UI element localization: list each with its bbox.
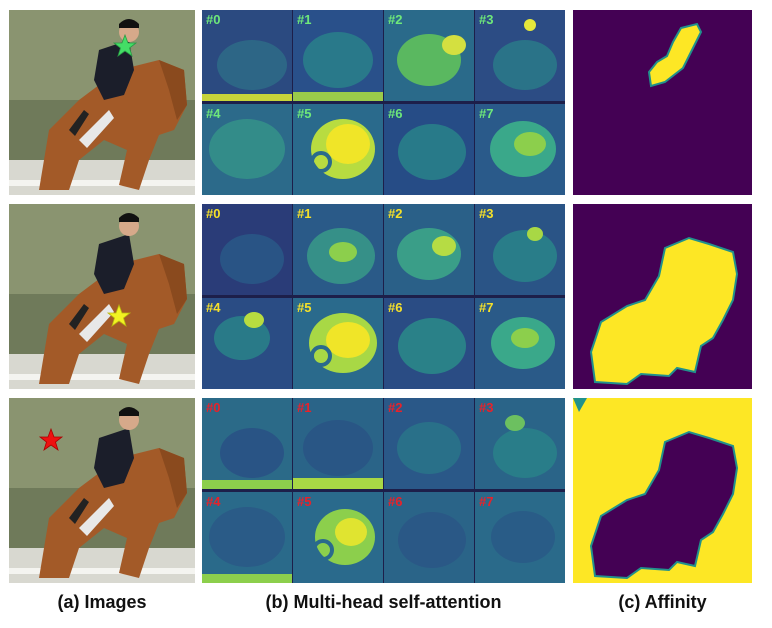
- attention-map-head-2: #2: [384, 204, 474, 295]
- attention-map-head-6: #6: [384, 298, 474, 389]
- query-star-icon: [113, 34, 137, 58]
- head-label: #4: [206, 300, 221, 315]
- attention-map-head-6: #6: [384, 104, 474, 195]
- head-label: #0: [206, 12, 221, 27]
- caption-affinity: (c) Affinity: [618, 592, 707, 612]
- row1-image: [9, 10, 195, 195]
- attention-map-head-0: #0: [202, 10, 292, 101]
- attention-map-head-6: #6: [384, 492, 474, 583]
- head-label: #3: [479, 12, 494, 27]
- attention-map-head-0: #0: [202, 398, 292, 489]
- row3-attention-grid: #0 #1 #2 #3 #4 #5 #6 #7: [202, 398, 565, 583]
- attention-map-head-2: #2: [384, 398, 474, 489]
- attention-map-head-7: #7: [475, 104, 565, 195]
- head-label: #3: [479, 206, 494, 221]
- caption-images: (a) Images: [57, 592, 147, 612]
- attention-map-head-7: #7: [475, 298, 565, 389]
- row3-image: [9, 398, 195, 583]
- head-label: #0: [206, 400, 221, 415]
- attention-map-head-2: #2: [384, 10, 474, 101]
- horse-rider-photo: [9, 204, 195, 389]
- row2-affinity-map: [573, 204, 752, 389]
- head-label: #5: [297, 106, 312, 121]
- head-label: #2: [388, 12, 403, 27]
- head-label: #5: [297, 494, 312, 509]
- attention-map-head-5: #5: [293, 104, 383, 195]
- attention-map-head-1: #1: [293, 10, 383, 101]
- attention-map-head-4: #4: [202, 104, 292, 195]
- horse-rider-photo: [9, 398, 195, 583]
- query-star-icon: [107, 304, 131, 328]
- attention-map-head-7: #7: [475, 492, 565, 583]
- attention-map-head-0: #0: [202, 204, 292, 295]
- head-label: #5: [297, 300, 312, 315]
- row3-affinity-map: [573, 398, 752, 583]
- attention-map-head-1: #1: [293, 204, 383, 295]
- head-label: #0: [206, 206, 221, 221]
- attention-map-head-1: #1: [293, 398, 383, 489]
- attention-map-head-4: #4: [202, 492, 292, 583]
- head-label: #7: [479, 106, 494, 121]
- row2-attention-grid: #0 #1 #2 #3 #4 #5 #6 #7: [202, 204, 565, 389]
- caption-attention: (b) Multi-head self-attention: [265, 592, 502, 612]
- head-label: #6: [388, 106, 403, 121]
- attention-map-head-3: #3: [475, 10, 565, 101]
- head-label: #1: [297, 206, 312, 221]
- head-label: #3: [479, 400, 494, 415]
- attention-map-head-5: #5: [293, 298, 383, 389]
- head-label: #7: [479, 494, 494, 509]
- head-label: #2: [388, 400, 403, 415]
- head-label: #1: [297, 12, 312, 27]
- row2-image: [9, 204, 195, 389]
- head-label: #4: [206, 106, 221, 121]
- head-label: #4: [206, 494, 221, 509]
- horse-rider-photo: [9, 10, 195, 195]
- head-label: #7: [479, 300, 494, 315]
- head-label: #6: [388, 494, 403, 509]
- attention-map-head-5: #5: [293, 492, 383, 583]
- attention-map-head-3: #3: [475, 204, 565, 295]
- row1-affinity-map: [573, 10, 752, 195]
- attention-map-head-4: #4: [202, 298, 292, 389]
- row1-attention-grid: #0 #1 #2 #3 #4 #5 #6 #7: [202, 10, 565, 195]
- head-label: #1: [297, 400, 312, 415]
- head-label: #6: [388, 300, 403, 315]
- head-label: #2: [388, 206, 403, 221]
- query-star-icon: [39, 428, 63, 452]
- attention-map-head-3: #3: [475, 398, 565, 489]
